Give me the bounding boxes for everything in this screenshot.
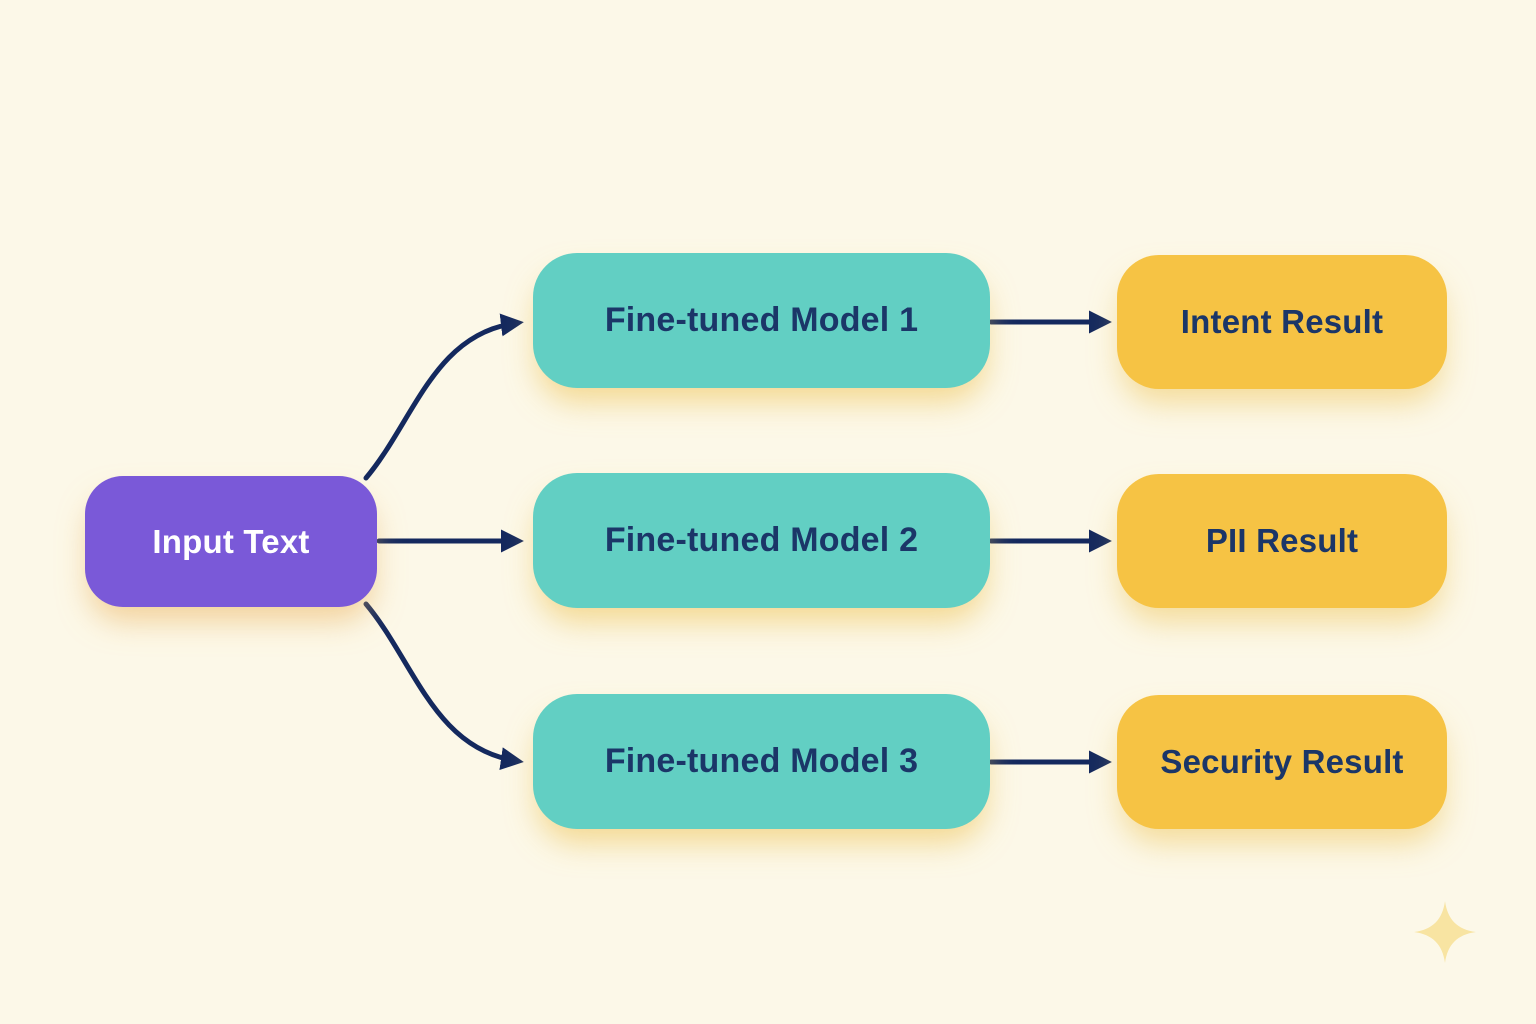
model-node-1: Fine-tuned Model 1 <box>533 253 990 388</box>
result-node-security-label: Security Result <box>1160 743 1404 780</box>
arrow-input-to-model-1 <box>363 313 524 481</box>
model-node-3: Fine-tuned Model 3 <box>533 694 990 829</box>
result-node-intent: Intent Result <box>1117 255 1447 389</box>
result-node-pii: PII Result <box>1117 474 1447 608</box>
input-text-node: Input Text <box>85 476 377 607</box>
result-node-pii-label: PII Result <box>1205 522 1359 559</box>
model-node-2-label: Fine-tuned Model 2 <box>604 521 919 559</box>
model-node-1-label: Fine-tuned Model 1 <box>604 301 919 339</box>
sparkle-icon <box>1414 901 1476 963</box>
result-node-intent-label: Intent Result <box>1180 303 1384 340</box>
arrow-input-to-model-3 <box>363 601 524 771</box>
model-node-3-label: Fine-tuned Model 3 <box>604 742 919 780</box>
result-node-security: Security Result <box>1117 695 1447 829</box>
input-text-label: Input Text <box>152 522 310 560</box>
model-node-2: Fine-tuned Model 2 <box>533 473 990 608</box>
